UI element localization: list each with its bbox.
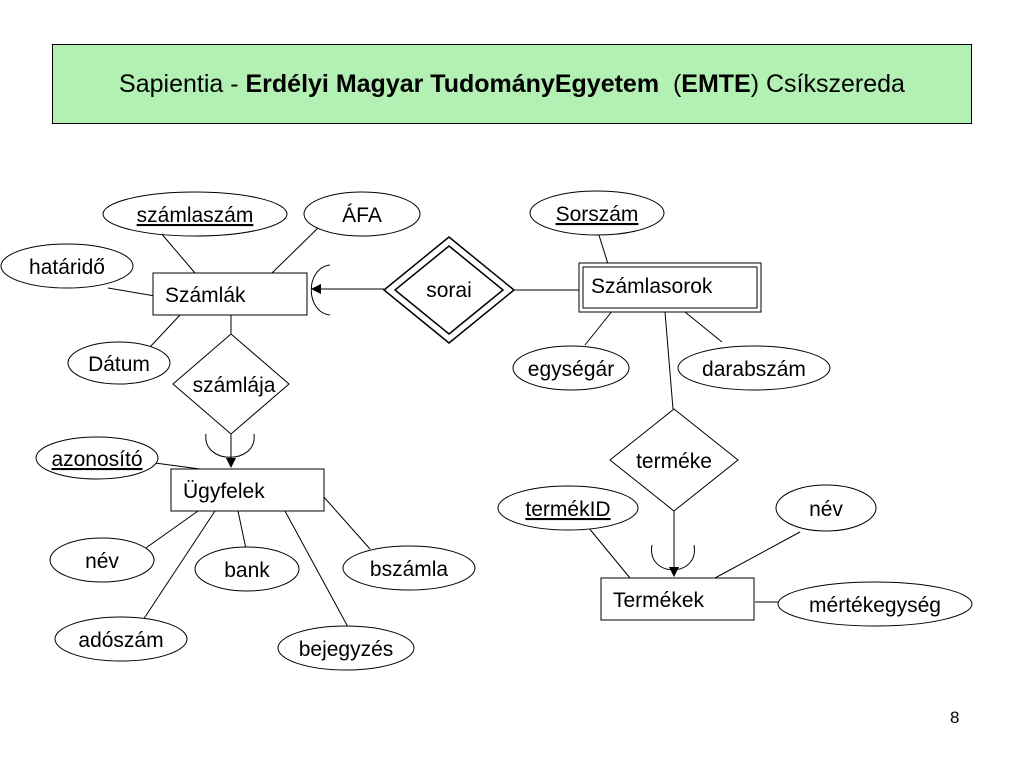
attribute-nev2-label: név (809, 498, 843, 521)
attribute-bszamla: bszámla (342, 545, 476, 591)
attribute-bejegyzes-label: bejegyzés (299, 638, 394, 661)
attribute-bank: bank (194, 546, 300, 592)
attribute-mertekegyseg: mértékegység (777, 581, 973, 627)
attribute-darabszam-label: darabszám (702, 358, 806, 381)
title-gap: ( (659, 69, 682, 98)
entity-termekek-label: Termékek (613, 589, 705, 612)
relationship-szamlaja-label: számlája (193, 374, 276, 397)
attribute-afa: ÁFA (303, 191, 421, 237)
line-termekid (587, 526, 631, 579)
entity-szamlak: Számlák (152, 272, 308, 316)
connector-lines (107, 227, 801, 628)
entity-termekek: Termékek (600, 577, 755, 621)
line-szamlasorok-termeke (664, 311, 674, 410)
relationship-termeke-label: terméke (636, 450, 712, 473)
slide-title: Sapientia - Erdélyi Magyar TudományEgyet… (52, 44, 972, 124)
line-bejegyzes (284, 510, 349, 628)
attribute-darabszam: darabszám (677, 345, 831, 391)
attribute-afa-label: ÁFA (342, 204, 382, 227)
attribute-bszamla-label: bszámla (370, 558, 449, 581)
relationship-sorai: sorai (382, 236, 516, 344)
relationship-sorai-label: sorai (426, 279, 472, 302)
attribute-nev1: név (49, 537, 155, 583)
attribute-azonosito: azonosító (35, 436, 159, 480)
attribute-nev1-label: név (85, 550, 119, 573)
attribute-egysegar: egységár (512, 345, 630, 391)
entity-ugyfelek: Ügyfelek (170, 468, 325, 512)
title-university: Erdélyi Magyar TudományEgyetem (245, 69, 660, 98)
line-hatarido (107, 287, 156, 297)
title-prefix: Sapientia - (119, 69, 246, 98)
line-datum (149, 314, 181, 348)
slide-number: 8 (950, 708, 960, 727)
line-afa (271, 227, 319, 274)
line-bszamla (322, 495, 371, 550)
attribute-termekid-label: termékID (525, 498, 610, 521)
attribute-szamlaszam-label: számlaszám (137, 204, 254, 227)
attribute-bank-label: bank (224, 559, 270, 582)
entity-szamlak-label: Számlák (165, 284, 246, 307)
attribute-nev2: név (775, 484, 877, 532)
attribute-sorszam: Sorszám (529, 190, 665, 236)
attribute-datum: Dátum (67, 341, 171, 385)
line-bank (237, 510, 247, 550)
line-szamlaszam (159, 231, 196, 274)
attribute-sorszam-label: Sorszám (556, 203, 639, 226)
line-nev2 (714, 531, 801, 579)
arc-szamlak (310, 264, 331, 316)
participation-arcs (205, 264, 695, 571)
attribute-azonosito-label: azonosító (51, 448, 142, 471)
attribute-szamlaszam: számlaszám (102, 191, 288, 237)
attribute-adoszam: adószám (54, 616, 188, 662)
attribute-datum-label: Dátum (88, 353, 150, 376)
entity-szamlasorok: Számlasorok (578, 262, 762, 313)
line-darabszam (684, 311, 723, 343)
attribute-termekid: termékID (497, 485, 639, 531)
title-suffix: ) Csíkszereda (750, 69, 905, 98)
entity-ugyfelek-label: Ügyfelek (183, 480, 265, 503)
line-egysegar (584, 309, 614, 346)
arc-termekek (651, 544, 695, 571)
line-sorszam (597, 231, 609, 265)
arc-ugyfelek (205, 433, 255, 458)
attribute-hatarido-label: határidő (29, 256, 105, 279)
relationship-szamlaja: számlája (172, 333, 290, 435)
line-azonosito (154, 462, 201, 470)
line-adoszam (142, 510, 216, 621)
title-abbreviation: EMTE (681, 69, 751, 98)
line-nev1 (142, 510, 199, 551)
relationship-termeke: terméke (609, 408, 739, 512)
attribute-hatarido: határidő (0, 243, 134, 289)
entity-szamlasorok-label: Számlasorok (591, 275, 713, 298)
attribute-mertekegyseg-label: mértékegység (809, 594, 941, 617)
attribute-egysegar-label: egységár (528, 358, 614, 381)
attribute-bejegyzes: bejegyzés (277, 625, 415, 671)
attribute-adoszam-label: adószám (78, 629, 163, 652)
